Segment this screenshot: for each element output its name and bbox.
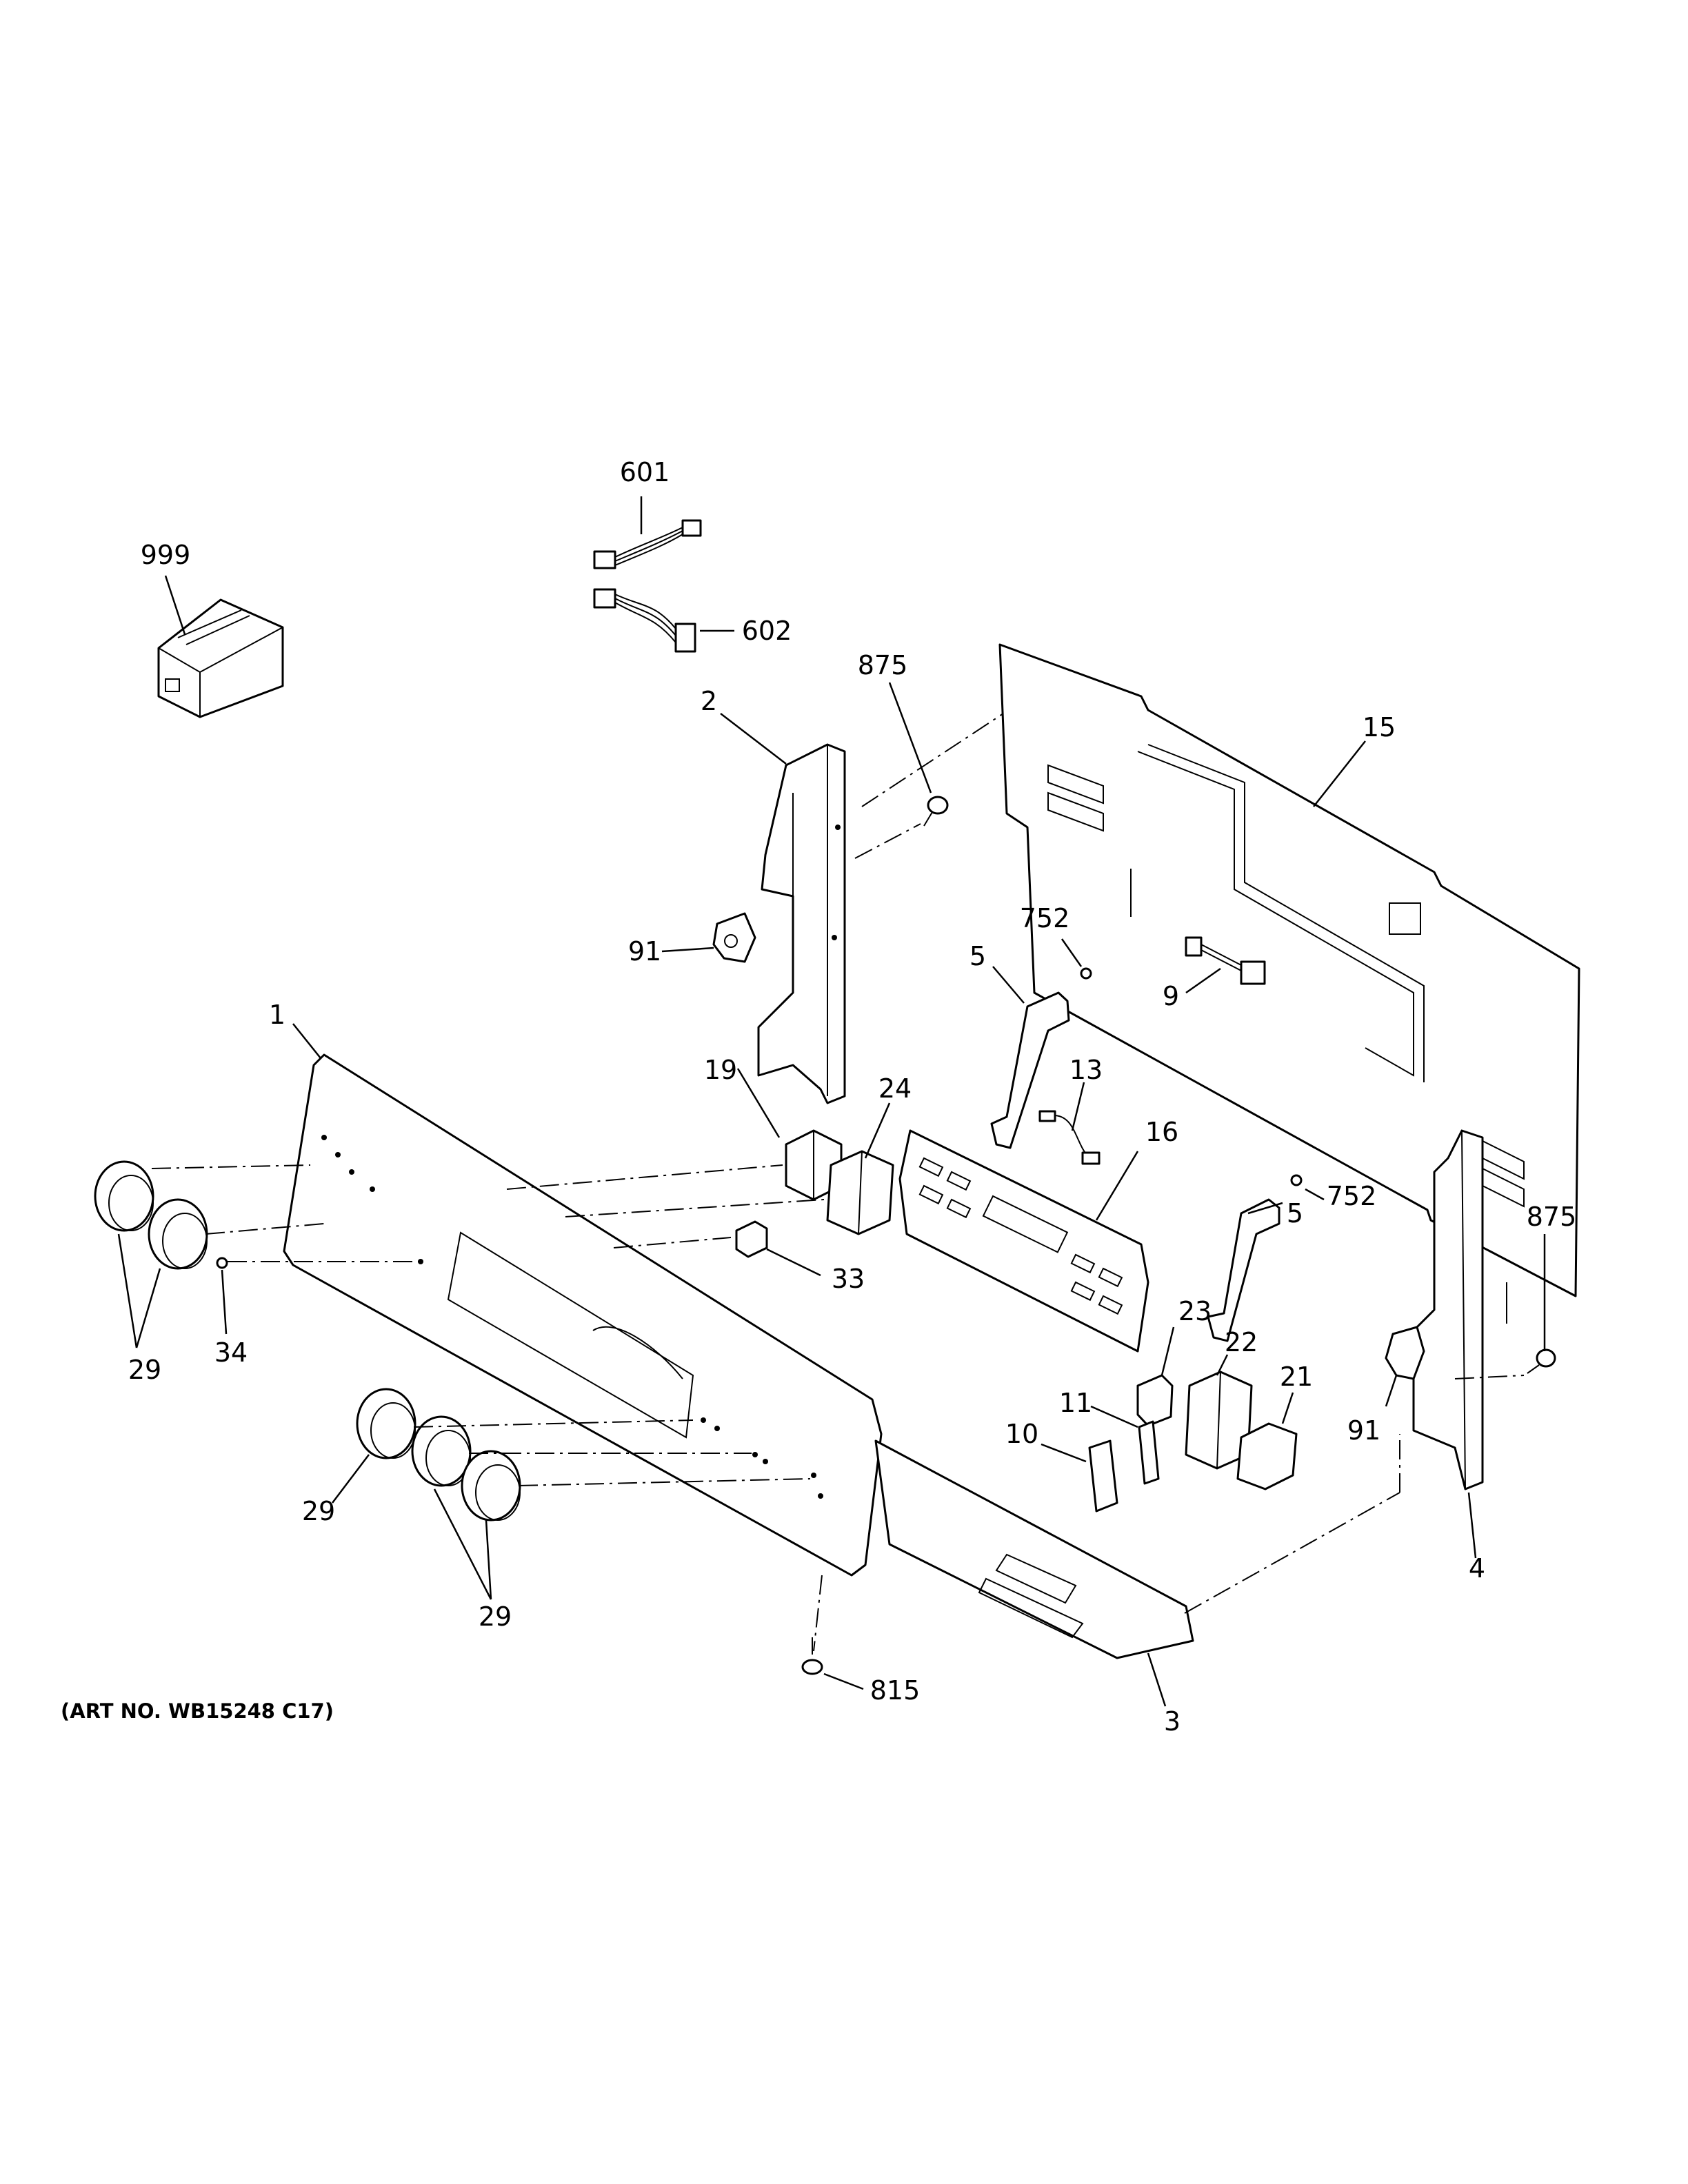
part-875-screw-right [1527,1348,1556,1374]
callout-22: 22 [1225,1327,1258,1357]
part-2-left-bracket [757,743,846,1104]
part-34-screw [216,1257,228,1269]
part-91-clip-right [1385,1326,1425,1380]
part-1-console-panel [283,1053,883,1577]
callout-815: 815 [870,1675,921,1706]
callout-601: 601 [620,457,670,487]
part-752-screw-a [1080,967,1092,980]
callout-29-b: 29 [302,1496,335,1526]
callout-3: 3 [1164,1706,1180,1737]
callout-9: 9 [1163,981,1179,1011]
callout-19: 19 [704,1055,737,1085]
part-11-keypad [1138,1420,1160,1485]
part-10-switch [1088,1439,1118,1513]
part-875-screw-upper [923,796,949,827]
part-3-trim [874,1439,1194,1659]
callout-752-a: 752 [1020,903,1070,933]
part-9-harness [1185,936,1266,985]
part-91-clip-left [712,912,756,963]
callout-13: 13 [1069,1055,1103,1085]
callout-34: 34 [214,1337,248,1368]
callout-2: 2 [701,686,717,716]
callout-29-a: 29 [128,1355,161,1385]
leader-lines [117,496,1546,1707]
part-4-right-bracket [1412,1129,1484,1490]
callout-16: 16 [1145,1117,1178,1147]
part-13-wire [1038,1110,1101,1165]
part-5-bracket-b [1207,1198,1280,1342]
part-752-screw-b [1290,1174,1303,1186]
callout-33: 33 [832,1264,865,1294]
callout-875-upper: 875 [858,650,908,680]
art-number: (ART NO. WB15248 C17) [61,1699,334,1723]
part-16-control-board [898,1129,1149,1353]
callout-labels: 999 601 602 875 2 15 91 752 5 9 1 13 19 … [128,457,1576,1737]
callout-24: 24 [878,1073,912,1104]
part-23-switch [1136,1374,1174,1427]
callout-5-b: 5 [1287,1198,1303,1228]
callout-752-b: 752 [1327,1181,1377,1211]
callout-10: 10 [1005,1419,1038,1449]
part-999-box [157,598,284,718]
callout-4: 4 [1469,1553,1485,1584]
assembly-lines [151,713,1525,1652]
callout-91-left: 91 [628,936,661,967]
callout-15: 15 [1363,712,1396,742]
callout-91-right: 91 [1347,1415,1380,1446]
part-601-harness [593,519,702,569]
callout-1: 1 [269,1000,285,1030]
knob-29-b [148,1198,208,1270]
knob-29-a [94,1160,154,1232]
knob-29-d [411,1415,472,1487]
callout-602: 602 [742,616,792,646]
callout-11: 11 [1059,1388,1092,1418]
callout-23: 23 [1178,1296,1212,1326]
part-24-switch [826,1150,894,1235]
callout-999: 999 [141,540,191,570]
callout-21: 21 [1280,1362,1313,1392]
part-15-rear-panel [998,643,1580,1324]
knob-29-e [461,1450,521,1521]
part-5-bracket-a [990,991,1070,1149]
part-33-switch [735,1220,768,1258]
callout-5-a: 5 [969,941,986,971]
knob-29-c [356,1388,416,1459]
callout-875-right: 875 [1527,1202,1577,1232]
part-815-screw [801,1637,823,1675]
part-602-harness [593,588,696,653]
callout-29-c: 29 [479,1601,512,1632]
part-21-switch [1236,1422,1298,1490]
